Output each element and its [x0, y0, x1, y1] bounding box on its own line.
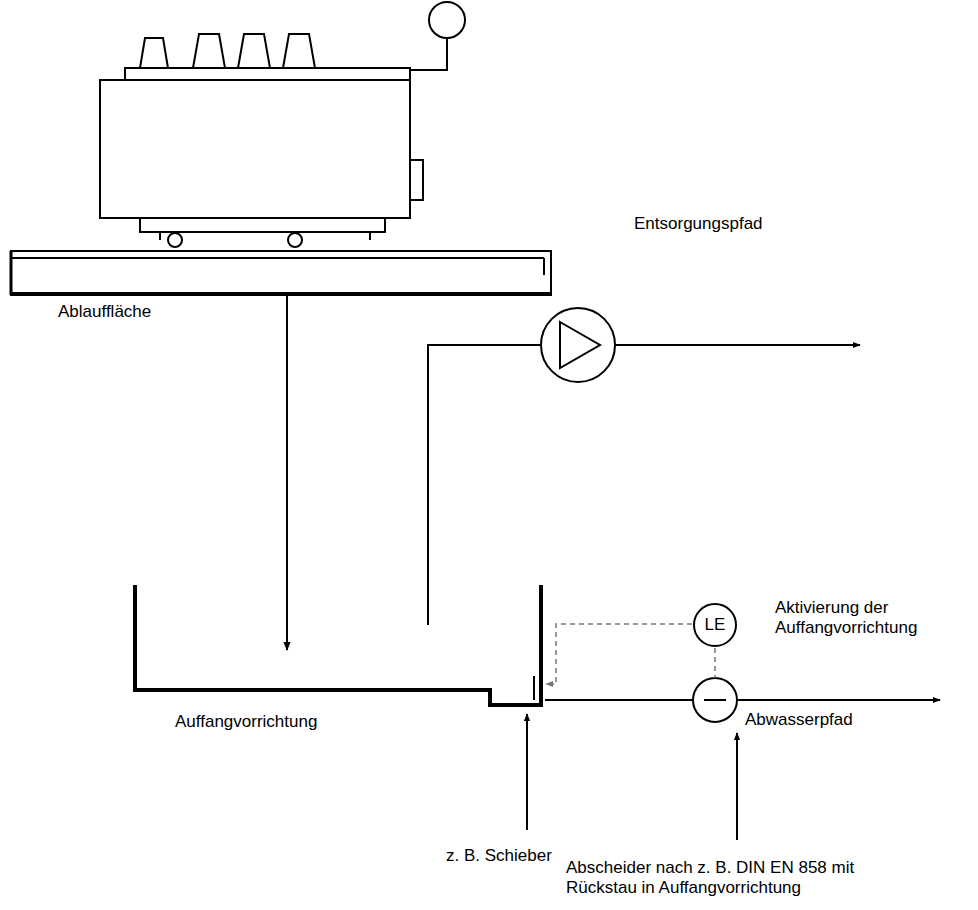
label-text: Abwasserpfad: [745, 710, 853, 730]
callout-label: Abscheider nach z. B. DIN EN 858 mit Rüc…: [566, 858, 906, 899]
pump-line: [428, 308, 860, 625]
node-label: Auffangvorrichtung: [175, 712, 317, 732]
node-label: LE: [705, 615, 726, 635]
annotation: Aktivierung der Auffangvorrichtung: [775, 598, 945, 639]
transformer: [100, 2, 465, 247]
path-label: Entsorgungspfad: [634, 214, 763, 234]
node-label: Ablauffläche: [58, 302, 151, 322]
label-text: Entsorgungspfad: [634, 214, 763, 234]
leader-line: [527, 714, 737, 840]
drain-surface-outline: [10, 250, 552, 295]
drain-surface: Ablauffläche: [10, 250, 552, 295]
collecting-basin-outline: [135, 650, 545, 705]
path-label: Abwasserpfad: [745, 710, 853, 730]
label-text: Aktivierung der Auffangvorrichtung: [775, 598, 945, 639]
wastewater-line: [545, 678, 940, 722]
signal-line: [546, 624, 715, 684]
label-text: z. B. Schieber: [446, 846, 552, 866]
gate-valve: [533, 676, 535, 700]
label-text: Abscheider nach z. B. DIN EN 858 mit Rüc…: [566, 858, 906, 899]
flow-arrow: [286, 295, 288, 650]
level-sensor: LE: [693, 603, 737, 647]
callout-label: z. B. Schieber: [446, 846, 552, 866]
collecting-basin: Auffangvorrichtung: [135, 650, 545, 705]
